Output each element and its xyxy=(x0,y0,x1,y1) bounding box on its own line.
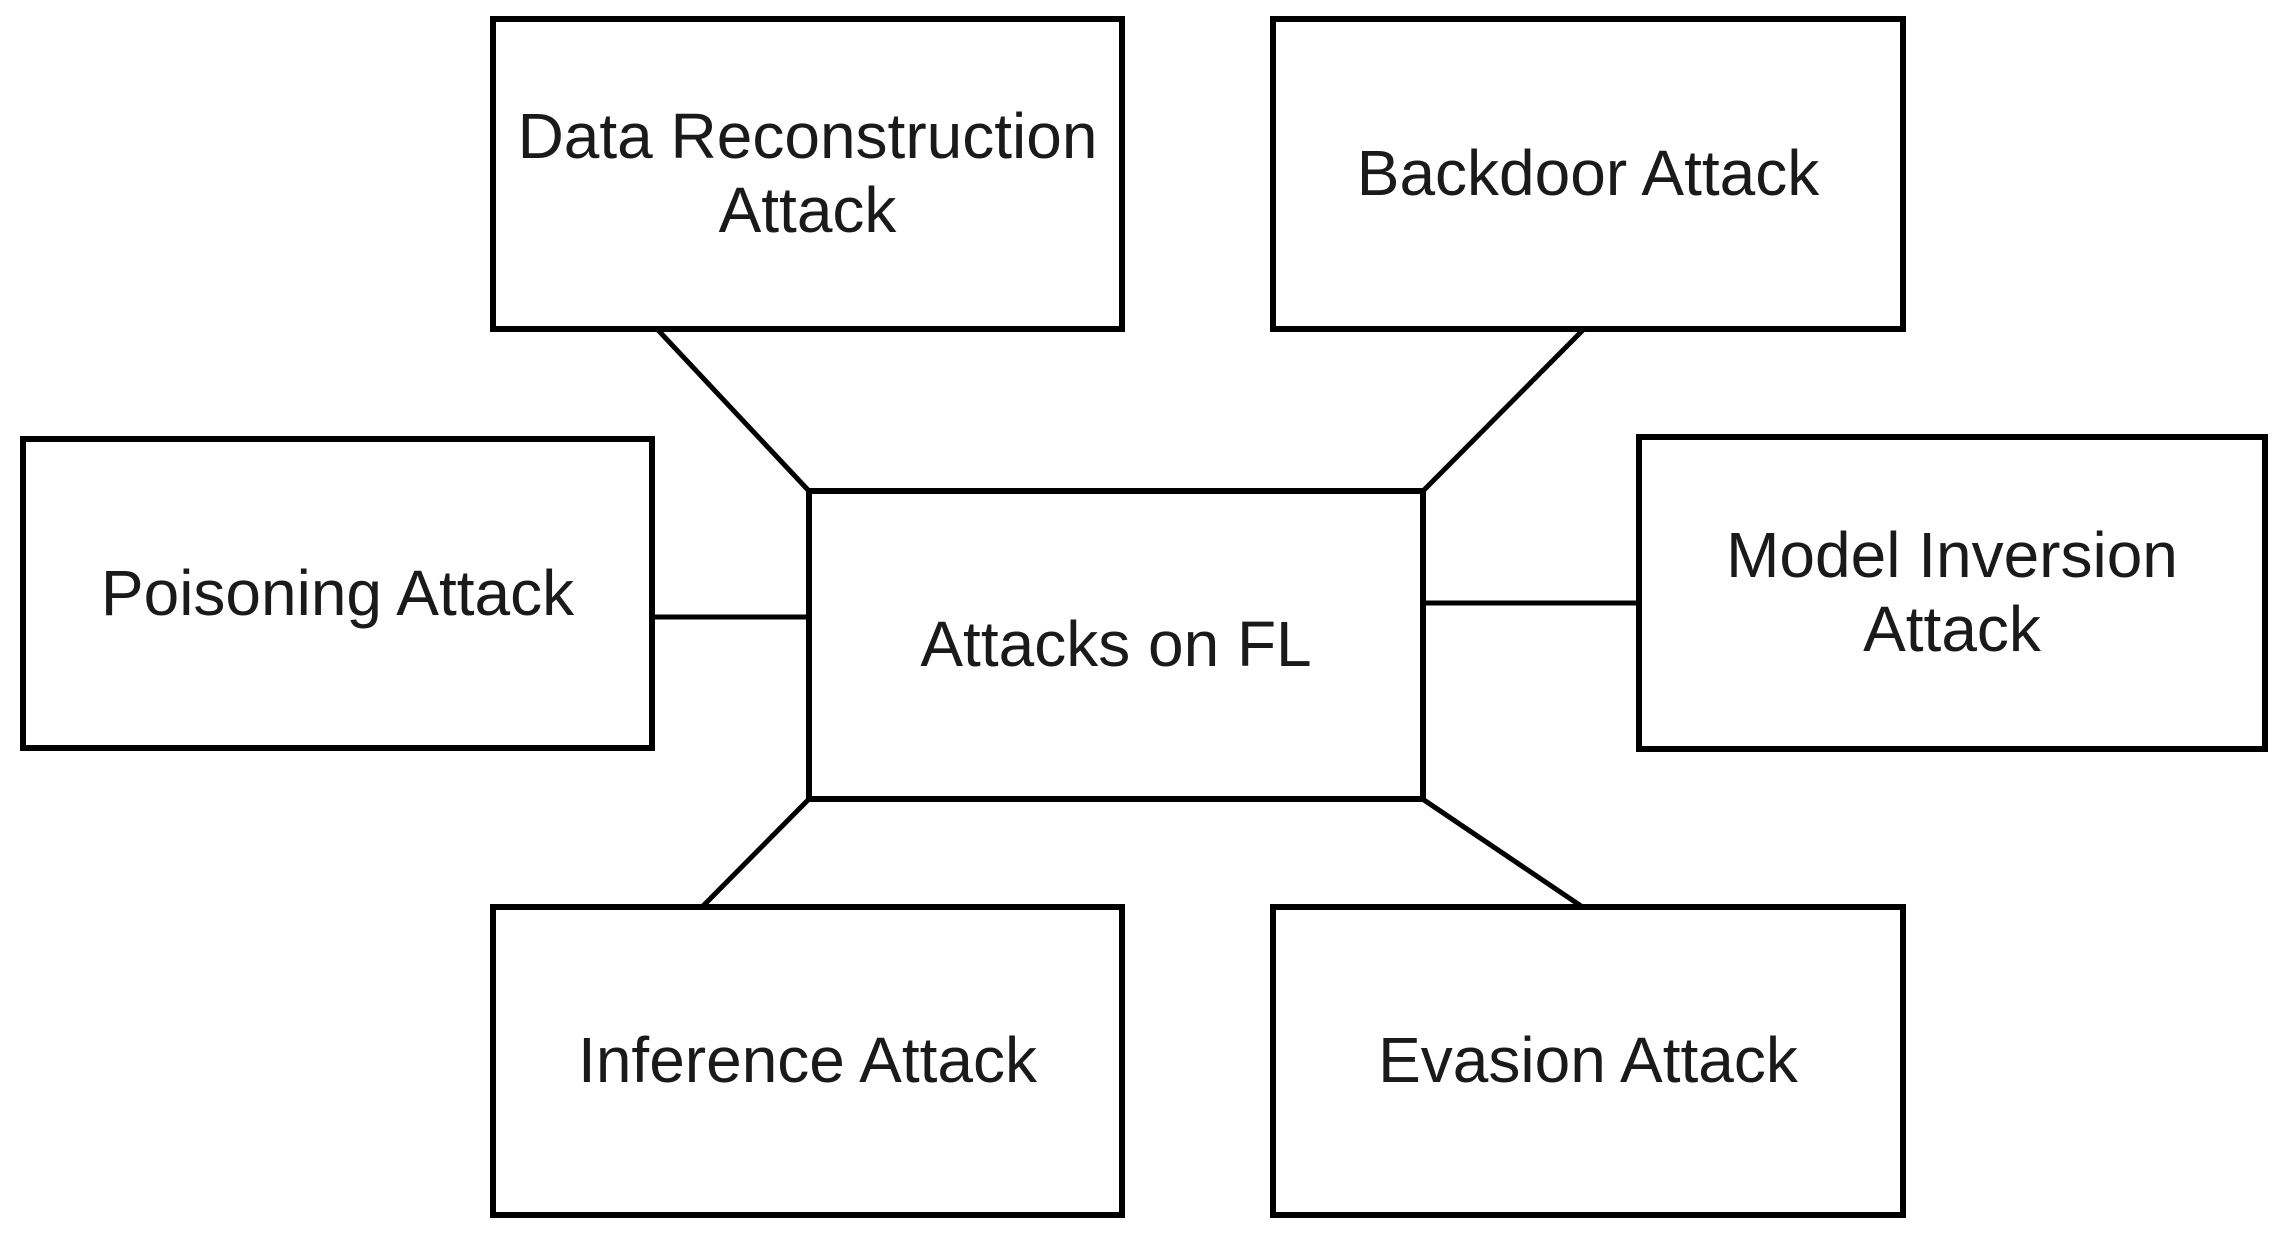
node-label-data-reconstruction-attack: Data Reconstruction Attack xyxy=(517,100,1098,246)
node-label-evasion-attack: Evasion Attack xyxy=(1378,1024,1798,1097)
node-model-inversion-attack: Model Inversion Attack xyxy=(1636,434,2268,752)
edge-center-to-inference xyxy=(701,798,810,908)
node-label-attacks-on-fl: Attacks on FL xyxy=(920,608,1312,681)
node-attacks-on-fl: Attacks on FL xyxy=(806,488,1426,802)
node-poisoning-attack: Poisoning Attack xyxy=(20,436,655,751)
edge-backdoor-to-center xyxy=(1422,328,1585,492)
node-data-reconstruction-attack: Data Reconstruction Attack xyxy=(490,16,1125,332)
node-label-backdoor-attack: Backdoor Attack xyxy=(1356,137,1820,210)
node-label-model-inversion-attack: Model Inversion Attack xyxy=(1726,519,2178,665)
node-evasion-attack: Evasion Attack xyxy=(1270,904,1906,1218)
node-label-inference-attack: Inference Attack xyxy=(578,1024,1037,1097)
node-backdoor-attack: Backdoor Attack xyxy=(1270,16,1906,332)
edge-center-to-evasion xyxy=(1422,797,1583,909)
node-inference-attack: Inference Attack xyxy=(490,904,1125,1218)
node-label-poisoning-attack: Poisoning Attack xyxy=(100,556,575,629)
edge-data-reconstruction-to-center xyxy=(656,328,810,492)
